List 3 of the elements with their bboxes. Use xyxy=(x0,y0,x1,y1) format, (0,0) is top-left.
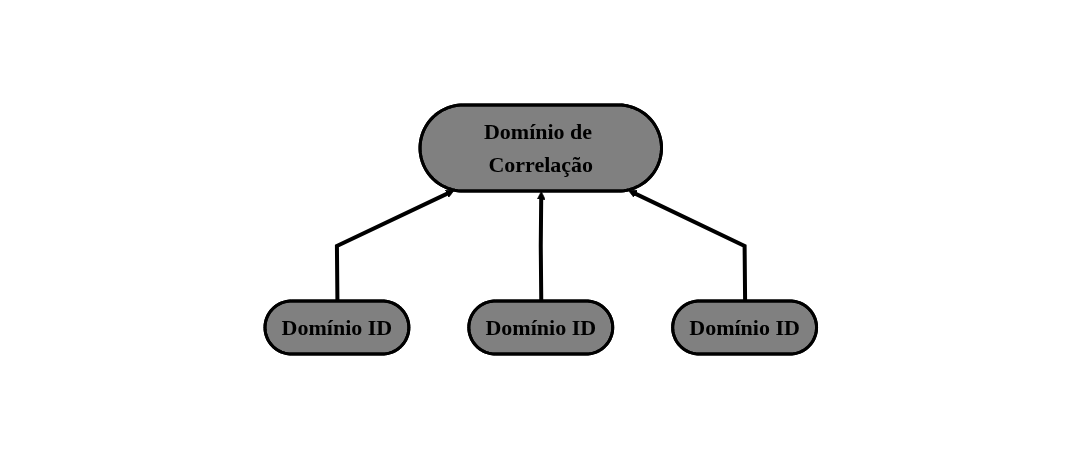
arrow xyxy=(628,189,748,302)
arrow xyxy=(335,189,455,302)
arrow xyxy=(537,191,546,302)
